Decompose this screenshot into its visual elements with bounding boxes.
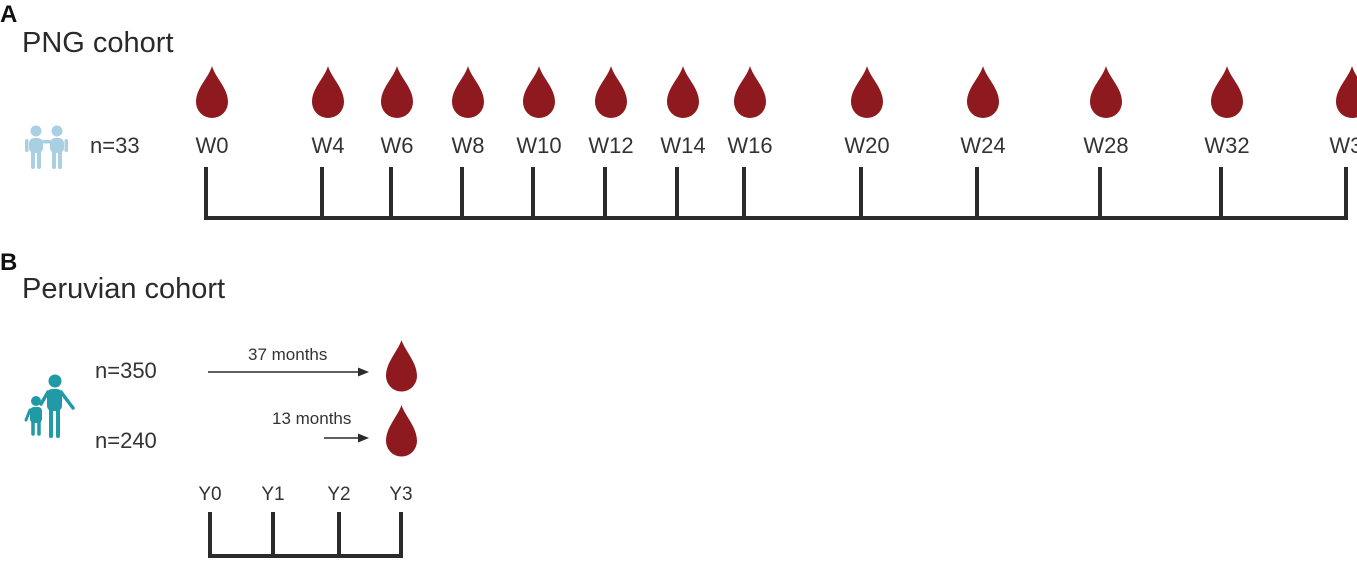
panel-b-arrow-1 (208, 367, 369, 377)
panel-b-timeline (208, 512, 403, 558)
panel-b-drop-2 (386, 405, 417, 457)
panel-b-arrow-2 (324, 433, 369, 443)
panel-a-letter: A (0, 1, 17, 28)
tick-label-w14: W14 (660, 133, 705, 158)
tick-label-y1: Y1 (261, 484, 284, 505)
tick-label-w28: W28 (1083, 133, 1128, 158)
family-icon (24, 374, 75, 438)
panel-a-title: PNG cohort (22, 27, 174, 59)
panel-a-timeline (204, 167, 1348, 220)
tick-label-w8: W8 (452, 133, 485, 158)
tick-label-w16: W16 (727, 133, 772, 158)
blood-drop-icon-w14 (667, 66, 699, 118)
tick-label-w0: W0 (196, 133, 229, 158)
blood-drop-icon-w28 (1090, 66, 1122, 118)
tick-label-w24: W24 (960, 133, 1005, 158)
blood-drop-icon-w16 (734, 66, 766, 118)
blood-drop-icon-w20 (851, 66, 883, 118)
panel-b-drop-1 (386, 340, 417, 392)
tick-label-w32: W32 (1204, 133, 1249, 158)
panel-b-count-2: n=240 (95, 428, 157, 453)
tick-label-y3: Y3 (389, 484, 412, 505)
panel-b-title: Peruvian cohort (22, 273, 225, 305)
children-icon (25, 125, 68, 169)
blood-drop-icon-w8 (452, 66, 484, 118)
panel-a-tick-labels: W0 W4 W6 W8 W10 W12 W14 W16 W20 W24 W28 W32 W36 (196, 133, 1357, 158)
blood-drop-icon-w4 (312, 66, 344, 118)
blood-drop-icon-w10 (523, 66, 555, 118)
panel-b-duration-1: 37 months (248, 345, 327, 364)
tick-label-y2: Y2 (327, 484, 350, 505)
blood-drop-icon-w12 (595, 66, 627, 118)
tick-label-w20: W20 (844, 133, 889, 158)
tick-label-w4: W4 (312, 133, 345, 158)
tick-label-w36: W36 (1329, 133, 1357, 158)
panel-b-tick-labels: Y0 Y1 Y2 Y3 (198, 484, 412, 505)
blood-drop-icon-w24 (967, 66, 999, 118)
tick-label-y0: Y0 (198, 484, 221, 505)
blood-drop-icon-w36 (1336, 66, 1357, 118)
tick-label-w12: W12 (588, 133, 633, 158)
panel-a-drops (196, 66, 1357, 118)
blood-drop-icon-w6 (381, 66, 413, 118)
panel-b-letter: B (0, 249, 17, 276)
tick-label-w6: W6 (381, 133, 414, 158)
panel-b-count-1: n=350 (95, 358, 157, 383)
blood-drop-icon-w32 (1211, 66, 1243, 118)
panel-a-count: n=33 (90, 133, 140, 158)
blood-drop-icon-w0 (196, 66, 228, 118)
tick-label-w10: W10 (516, 133, 561, 158)
panel-b-duration-2: 13 months (272, 409, 351, 428)
